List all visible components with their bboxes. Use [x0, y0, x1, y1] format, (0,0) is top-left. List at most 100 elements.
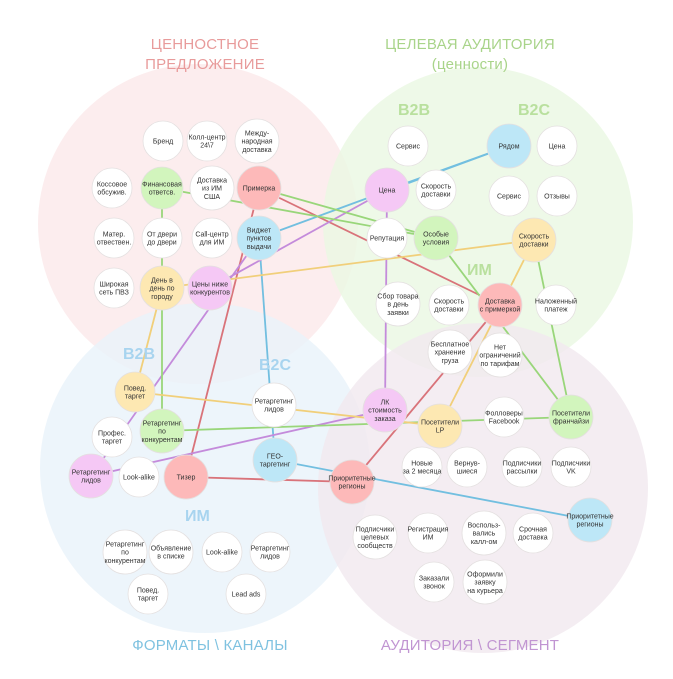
node-circle [127, 573, 169, 615]
node-label: Наложенный [535, 298, 577, 306]
title-value-line-2: ПРЕДЛОЖЕНИЕ [145, 56, 265, 73]
node-label: Ретаргетинг [251, 546, 290, 553]
node-label: в день [387, 302, 409, 309]
node-label: ИМ [423, 535, 434, 542]
node-label: ЛК [381, 399, 391, 406]
node-circle [375, 281, 421, 327]
node-price-b2c: Цена [536, 125, 578, 167]
node-circle [141, 217, 183, 259]
node-geo-target: ГЕО-таргетинг [252, 437, 298, 483]
node-label: за 2 месяца [403, 469, 442, 476]
node-label: выдачи [247, 244, 271, 251]
node-label: на курьера [467, 588, 503, 595]
label-b2c-audience: B2C [518, 102, 551, 119]
node-circle [413, 215, 459, 261]
node-label: Приоритетные [328, 476, 375, 483]
node-label: Look-alike [123, 475, 155, 482]
node-circle [114, 371, 156, 413]
edge-delivery_speed_b2c-franchise_visitors [533, 239, 572, 418]
node-label: доставка [518, 535, 547, 542]
node-circle [401, 446, 443, 488]
node-circle [91, 416, 133, 458]
node-prof-target: Профес.таргет [91, 416, 133, 458]
node-label: таргет [138, 596, 159, 603]
node-label: день по [149, 286, 174, 293]
node-circle [446, 446, 488, 488]
node-label: Look-alike [206, 550, 238, 557]
node-reputation: Репутация [366, 217, 408, 259]
node-circle [486, 123, 532, 169]
node-label: Доставка [197, 177, 227, 184]
node-label: таргет [102, 439, 123, 446]
node-circle [252, 437, 298, 483]
edge-priority_regions-delivery_fitting [351, 304, 501, 483]
title-segment-line-1: АУДИТОРИЯ \ СЕГМЕНТ [380, 637, 560, 654]
node-label: заказа [374, 416, 395, 423]
node-circle [550, 446, 592, 488]
node-label: регионы [576, 522, 603, 529]
node-label: заявки [387, 310, 409, 317]
node-label: Приоритетные [566, 514, 613, 521]
node-label: Цена [379, 188, 396, 195]
node-label: Воспольз- [468, 522, 502, 529]
node-circle [413, 561, 455, 603]
node-label: Цена [549, 144, 566, 151]
edge-delivery_speed_b2c-visitors_lp [439, 239, 535, 427]
node-mat-resp: Матер.отвествен. [93, 217, 135, 259]
node-label: Отзывы [544, 194, 570, 201]
node-label: по [158, 429, 166, 436]
node-label: хранение [435, 350, 466, 357]
node-circle [536, 125, 578, 167]
label-b2b-formats: B2B [123, 346, 156, 363]
node-circle [68, 453, 114, 499]
node-circle [548, 394, 594, 440]
node-circle [187, 265, 233, 311]
node-label: Сервис [497, 194, 521, 201]
node-circle [163, 454, 209, 500]
node-label: целевых [361, 535, 389, 542]
node-label: народная [241, 139, 272, 146]
node-label: Facebook [489, 419, 520, 426]
node-label: сеть ПВЗ [99, 290, 129, 297]
node-circle [251, 382, 297, 428]
node-circle [118, 456, 160, 498]
node-label: ограничений [479, 352, 520, 360]
node-label: калл-ом [471, 539, 498, 546]
node-circle [102, 529, 148, 575]
node-label: франчайзи [553, 418, 589, 426]
node-circle [201, 531, 243, 573]
node-label: Объявление [151, 545, 192, 553]
node-label: рассылки [507, 469, 538, 476]
title-value-proposition: ЦЕННОСТНОЕ ПРЕДЛОЖЕНИЕ [105, 35, 305, 75]
node-teaser: Тизер [163, 454, 209, 500]
node-circle [148, 529, 194, 575]
node-label: Доставка [485, 299, 515, 306]
node-label: звонок [423, 584, 446, 591]
node-label: с примеркой [480, 306, 521, 314]
node-label: Фолловеры [485, 411, 523, 418]
node-circle [329, 459, 375, 505]
node-circle [352, 514, 398, 560]
